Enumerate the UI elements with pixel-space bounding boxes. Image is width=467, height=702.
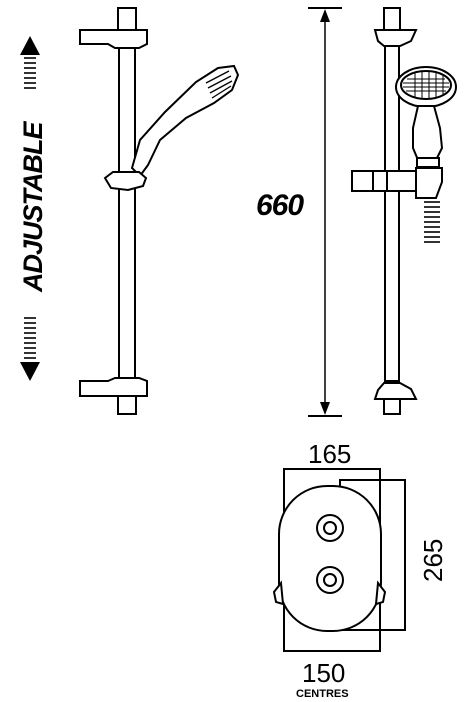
shower-head-nozzles: [403, 72, 449, 98]
rail-tube: [118, 47, 136, 381]
valve-plate-view: 165 265 150 CENTRES: [272, 439, 448, 700]
handset-spray-face: [205, 70, 233, 99]
rail-top-bracket: [79, 29, 148, 49]
right-clip: [374, 580, 387, 606]
up-arrow-icon: [20, 36, 40, 55]
height-label: 660: [256, 189, 304, 222]
height-dimension: 660: [256, 7, 342, 417]
arrowhead-up-icon: [320, 9, 330, 22]
slider-knob: [372, 170, 388, 192]
hose-coil: [424, 201, 440, 243]
rail-top-cap: [117, 7, 137, 31]
adjustable-indicator: ADJUSTABLE: [18, 36, 48, 381]
side-rail-bottom-cap: [383, 398, 401, 415]
slider-clamp: [103, 171, 148, 192]
handset-grip-band: [416, 157, 440, 168]
arrowhead-down-icon: [320, 402, 330, 415]
side-rail-top-bracket: [373, 29, 418, 47]
handset-handle-side: [412, 105, 444, 161]
down-arrow-icon: [20, 362, 40, 381]
lower-control-inner: [323, 573, 337, 587]
rail-bottom-bracket: [79, 377, 148, 397]
depth-label: 265: [418, 539, 448, 582]
shower-head-face: [400, 70, 452, 100]
up-hatching: [24, 57, 36, 89]
upper-control-inner: [323, 521, 337, 535]
side-rail-tube: [384, 45, 400, 382]
side-rail-top-cap: [383, 7, 401, 31]
left-clip: [272, 580, 285, 606]
centres-label: CENTRES: [296, 688, 349, 700]
down-hatching: [24, 317, 36, 359]
handset-body: [130, 64, 240, 178]
rail-bottom-cap: [117, 395, 137, 415]
faceplate: [278, 485, 382, 632]
adjustable-label: ADJUSTABLE: [18, 121, 48, 293]
handset-holder: [415, 167, 443, 199]
side-rail-bottom-bracket: [373, 382, 418, 400]
riser-rail-front-view: [79, 7, 240, 415]
centres-value: 150: [302, 658, 345, 688]
width-label: 165: [308, 439, 351, 469]
riser-rail-side-view: [351, 7, 457, 415]
